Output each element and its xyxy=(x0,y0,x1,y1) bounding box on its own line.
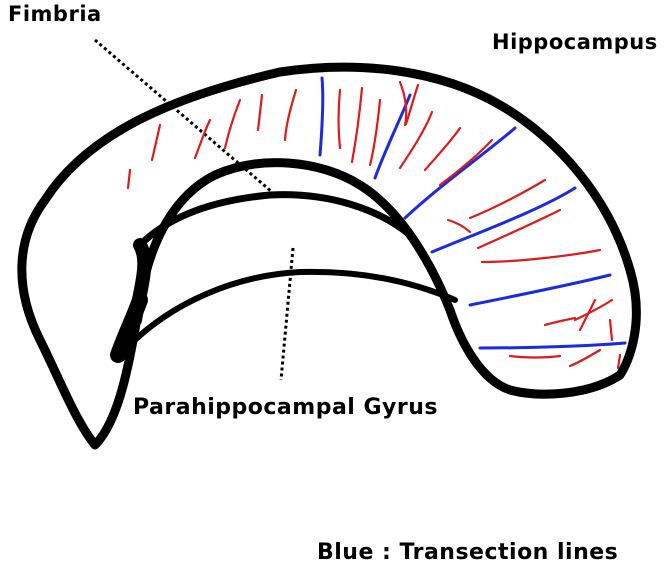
vessel-line xyxy=(573,298,614,322)
vessel-line xyxy=(446,218,472,234)
transection-line xyxy=(403,126,517,220)
vessel-line xyxy=(423,126,462,172)
vessel-line xyxy=(398,110,434,170)
hippocampus-label: Hippocampus xyxy=(492,30,658,54)
vessel-line xyxy=(404,83,420,126)
vessel-line xyxy=(568,348,602,368)
vessel-line xyxy=(616,353,622,370)
vessel-line xyxy=(578,298,597,332)
vessel-line xyxy=(480,248,602,264)
vessel-line xyxy=(193,118,212,160)
vessel-line xyxy=(398,80,408,127)
transection-lines xyxy=(318,76,627,350)
vessel-line xyxy=(468,178,547,220)
vessel-line xyxy=(368,98,382,167)
vessel-line xyxy=(283,88,298,142)
parahippocampal-pointer-line xyxy=(279,247,295,381)
vessel-line xyxy=(337,88,342,150)
vessel-line xyxy=(350,86,364,164)
vessel-line xyxy=(476,208,562,250)
transection-line xyxy=(468,273,612,307)
transection-line xyxy=(478,341,627,350)
transection-line xyxy=(318,76,325,157)
vessel-lines xyxy=(126,80,622,370)
vessel-line xyxy=(256,93,264,132)
vessel-line xyxy=(543,316,577,327)
vessel-line xyxy=(150,123,162,162)
vessel-line xyxy=(508,354,562,359)
vessel-line xyxy=(126,168,132,190)
fimbria-label: Fimbria xyxy=(8,2,102,26)
transection-line xyxy=(373,93,412,180)
vessel-line xyxy=(608,318,614,342)
fimbria-pointer-line xyxy=(94,38,273,194)
transection-line xyxy=(430,186,577,254)
parahippocampal-gyrus-label: Parahippocampal Gyrus xyxy=(133,395,438,420)
hippocampus-outer-outline xyxy=(17,62,641,450)
legend-text: Blue : Transection lines xyxy=(317,540,619,565)
fimbria-band-upper xyxy=(136,191,414,249)
fimbria-thick-segment xyxy=(110,292,148,363)
parahippocampal-outline xyxy=(117,268,458,358)
vessel-line xyxy=(223,98,242,150)
vessel-line xyxy=(438,138,494,187)
